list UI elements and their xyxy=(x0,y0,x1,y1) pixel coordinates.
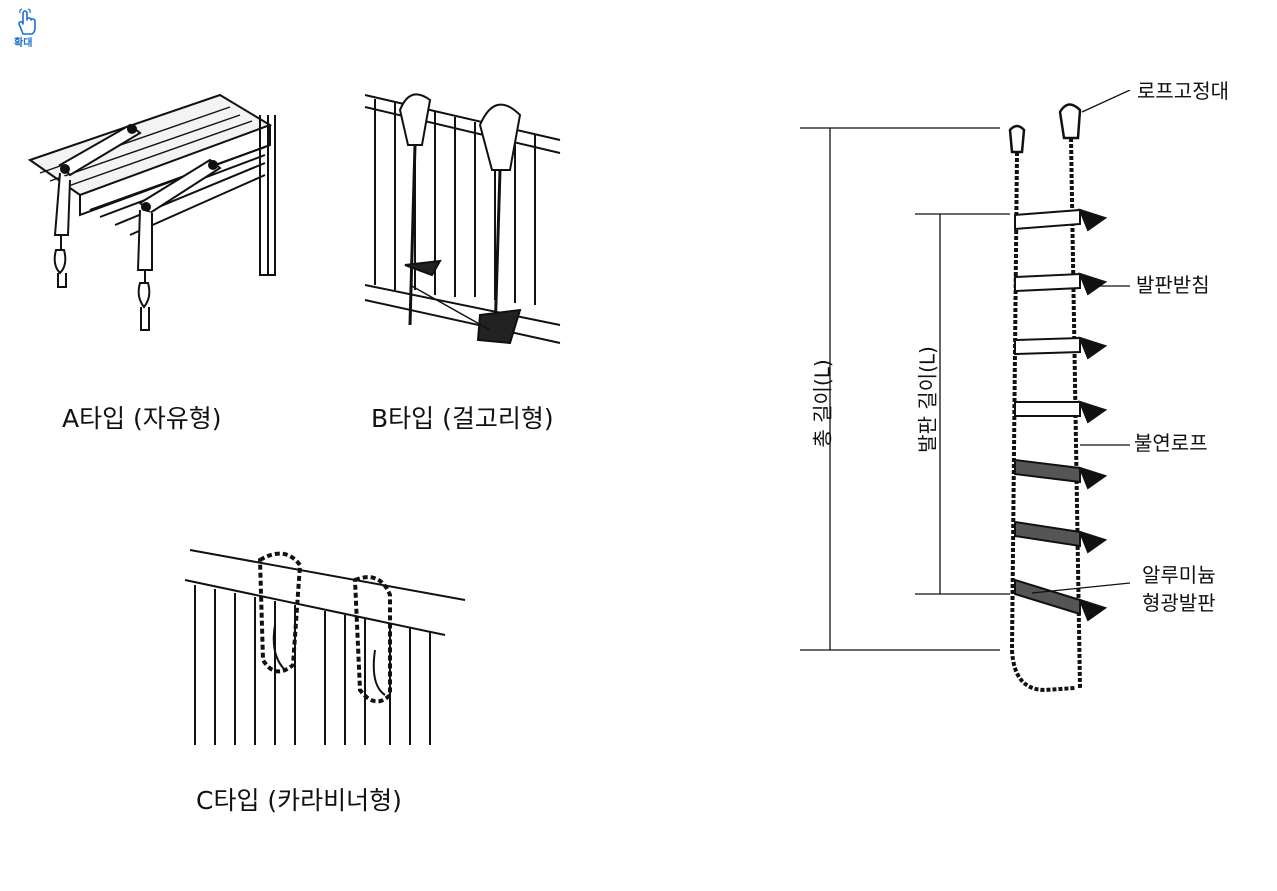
step-length-label: 발판 길이(L) xyxy=(915,346,940,453)
hand-pointer-icon xyxy=(18,8,36,35)
zoom-label: 확대 xyxy=(14,38,33,49)
type-c-caption: C타입 (카라비너형) xyxy=(196,786,402,815)
type-c-illustration xyxy=(184,549,466,745)
nonflammable-rope-label: 불연로프 xyxy=(1134,431,1208,455)
ladder-steps xyxy=(1014,208,1108,622)
rope-anchor-label: 로프고정대 xyxy=(1137,79,1229,103)
type-a-illustration xyxy=(27,93,276,331)
rope-ladder-diagram xyxy=(800,90,1131,693)
rope-anchor-right xyxy=(1058,103,1082,140)
aluminum-step-label-line2: 형광발판 xyxy=(1142,591,1216,615)
aluminum-step-label-line1: 알루미늄 xyxy=(1142,563,1216,587)
rope-right xyxy=(1069,137,1082,689)
type-b-illustration xyxy=(364,93,561,345)
type-b-caption: B타입 (걸고리형) xyxy=(371,404,554,433)
rope-left xyxy=(1009,151,1076,693)
rope-anchor-left xyxy=(1008,124,1026,154)
total-length-label: 총 길이(L) xyxy=(810,359,835,448)
zoom-button[interactable]: 확대 xyxy=(6,8,46,62)
step-support-label: 발판받침 xyxy=(1136,273,1210,297)
type-a-caption: A타입 (자유형) xyxy=(62,404,222,433)
